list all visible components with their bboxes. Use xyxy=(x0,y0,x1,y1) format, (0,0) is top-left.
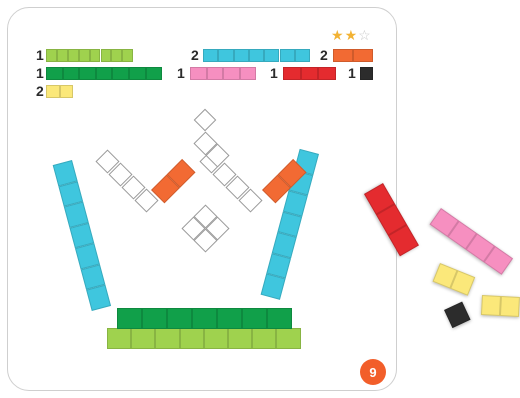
inventory-count-6: 1 xyxy=(270,65,278,81)
crown-base-green xyxy=(117,308,292,329)
star-empty-icon: ☆ xyxy=(358,27,372,43)
inventory-count-7: 1 xyxy=(348,65,356,81)
inventory-bar-2-cell xyxy=(234,49,249,62)
inventory-count-1: 1 xyxy=(36,47,44,63)
yellow-pair-b-cell xyxy=(481,295,501,316)
inventory-bar-2-cell xyxy=(295,49,310,62)
crown-base-lime-cell xyxy=(276,328,300,349)
inventory-bar-4-cell xyxy=(63,67,80,80)
inventory-bar-2-cell xyxy=(249,49,264,62)
inventory-bar-4-cell xyxy=(112,67,129,80)
inventory-bar-1-cell xyxy=(90,49,101,62)
inventory-bar-1-cell xyxy=(79,49,90,62)
inventory-bar-6-cell xyxy=(301,67,319,80)
inventory-bar-1 xyxy=(46,49,133,62)
black-cube-cell xyxy=(444,302,471,329)
star-filled-icon: ★ xyxy=(331,27,345,43)
inventory-bar-1-cell xyxy=(46,49,57,62)
inventory-bar-2-cell xyxy=(264,49,279,62)
inventory-bar-5-cell xyxy=(240,67,257,80)
inventory-count-8: 2 xyxy=(36,83,44,99)
yellow-pair-a[interactable] xyxy=(433,263,476,296)
inventory-bar-7 xyxy=(360,67,373,80)
inventory-count-3: 2 xyxy=(320,47,328,63)
inventory-bar-3-cell xyxy=(333,49,353,62)
inventory-bar-7-cell xyxy=(360,67,373,80)
crown-base-green-cell xyxy=(117,308,142,329)
inventory-bar-6 xyxy=(283,67,336,80)
inventory-bar-4 xyxy=(46,67,162,80)
inventory-bar-3-cell xyxy=(353,49,373,62)
yellow-pair-b[interactable] xyxy=(481,295,520,317)
crown-base-lime-cell xyxy=(155,328,179,349)
crown-base-lime-cell xyxy=(228,328,252,349)
inventory-bar-1-cell xyxy=(101,49,112,62)
inventory-bar-5-cell xyxy=(207,67,224,80)
inventory-bar-1-cell xyxy=(57,49,68,62)
inventory-bar-8-cell xyxy=(46,85,60,98)
inventory-bar-5-cell xyxy=(190,67,207,80)
inventory-count-5: 1 xyxy=(177,65,185,81)
inventory-bar-8-cell xyxy=(60,85,74,98)
level-number: 9 xyxy=(369,365,376,380)
level-badge: 9 xyxy=(360,359,386,385)
star-filled-icon: ★ xyxy=(345,27,359,43)
black-cube[interactable] xyxy=(444,302,471,329)
inventory-bar-3 xyxy=(333,49,373,62)
inventory-bar-5-cell xyxy=(223,67,240,80)
crown-base-lime-cell xyxy=(204,328,228,349)
crown-base-lime-cell xyxy=(107,328,131,349)
crown-base-green-cell xyxy=(217,308,242,329)
inventory-bar-4-cell xyxy=(129,67,146,80)
inventory-bar-2 xyxy=(203,49,310,62)
crown-base-green-cell xyxy=(167,308,192,329)
crown-base-lime xyxy=(107,328,301,349)
inventory-bar-1-cell xyxy=(68,49,79,62)
inventory-bar-6-cell xyxy=(283,67,301,80)
inventory-bar-8 xyxy=(46,85,73,98)
crown-base-lime-cell xyxy=(252,328,276,349)
crown-base-green-cell xyxy=(142,308,167,329)
inventory-bar-2-cell xyxy=(280,49,295,62)
inventory-bar-4-cell xyxy=(79,67,96,80)
inventory-bar-1-cell xyxy=(122,49,133,62)
inventory-bar-5 xyxy=(190,67,256,80)
inventory-bar-2-cell xyxy=(203,49,218,62)
rating-stars: ★★☆ xyxy=(331,27,372,44)
crown-base-lime-cell xyxy=(131,328,155,349)
inventory-bar-1-cell xyxy=(111,49,122,62)
crown-base-lime-cell xyxy=(180,328,204,349)
inventory-bar-2-cell xyxy=(218,49,233,62)
inventory-bar-4-cell xyxy=(96,67,113,80)
inventory-bar-4-cell xyxy=(46,67,63,80)
inventory-count-4: 1 xyxy=(36,65,44,81)
inventory-bar-6-cell xyxy=(318,67,336,80)
inventory-bar-4-cell xyxy=(146,67,163,80)
crown-base-green-cell xyxy=(242,308,267,329)
yellow-pair-b-cell xyxy=(500,296,520,317)
inventory-count-2: 2 xyxy=(191,47,199,63)
crown-base-green-cell xyxy=(267,308,292,329)
crown-base-green-cell xyxy=(192,308,217,329)
